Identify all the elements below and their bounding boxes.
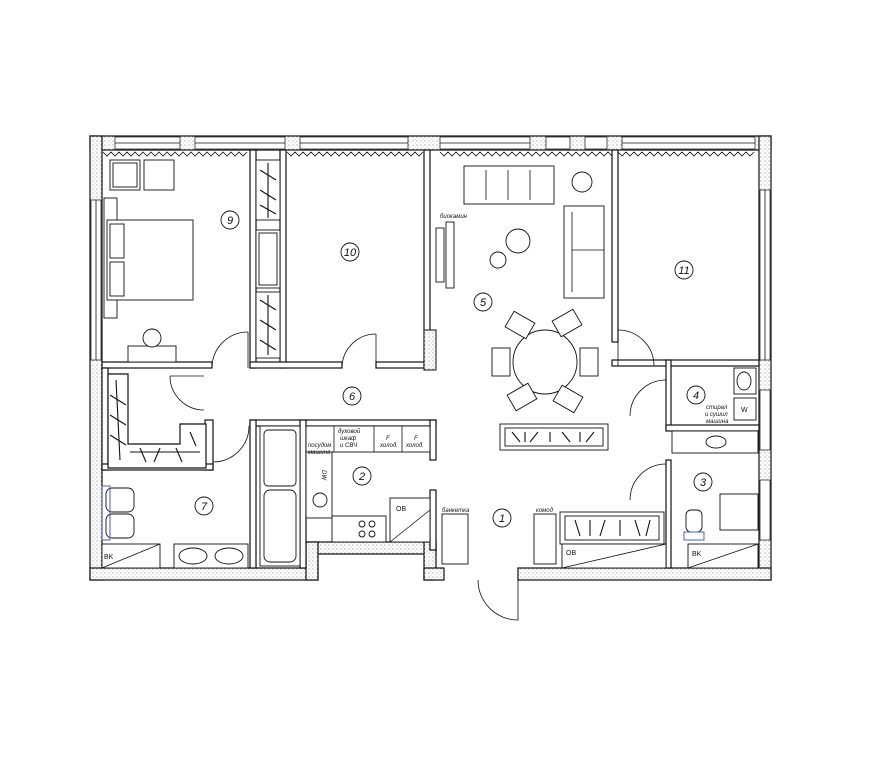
label-ov-hall: OB — [566, 550, 576, 557]
label-ov-kitchen: OB — [396, 506, 406, 513]
label-fridge2-1: F — [414, 436, 418, 442]
label-dishwasher-1: посудом — [308, 443, 331, 449]
label-vk-left: BK — [104, 554, 114, 561]
room-marker-9: 9 — [220, 210, 240, 230]
room-marker-4: 4 — [686, 385, 706, 405]
hall-1 — [441, 511, 667, 569]
label-dishwasher-2: машина — [308, 450, 331, 456]
bedroom-9-furniture — [103, 159, 194, 363]
room-marker-2: 2 — [352, 466, 372, 486]
label-bench: банкетка — [442, 508, 470, 514]
label-washer-2: и сушил — [705, 412, 728, 418]
room-marker-6: 6 — [342, 386, 362, 406]
label-fridge1-2: холод. — [379, 443, 398, 449]
corridor-wardrobe — [107, 373, 207, 469]
label-fridge2-2: холод. — [405, 443, 424, 449]
label-w: W — [741, 407, 748, 414]
doors — [169, 329, 667, 621]
label-washer-1: стирал — [706, 405, 728, 411]
closet-9-10 — [255, 159, 281, 359]
kitchen-2 — [305, 425, 431, 543]
windows-top — [102, 136, 756, 157]
label-biofireplace: биокамин — [440, 214, 468, 220]
svg-text:7: 7 — [201, 501, 208, 513]
room-marker-11: 11 — [674, 260, 694, 280]
bath-3 — [671, 430, 759, 569]
laundry-4 — [733, 367, 757, 421]
svg-text:6: 6 — [349, 391, 356, 403]
label-dw: DW — [320, 470, 326, 481]
label-dresser: комод — [536, 508, 554, 514]
interior-walls — [101, 149, 760, 569]
svg-text:1: 1 — [499, 513, 505, 525]
room-marker-10: 10 — [340, 242, 360, 262]
label-washer-3: машина — [706, 419, 729, 425]
label-vk-right: BK — [692, 551, 702, 558]
label-fridge1-1: F — [386, 436, 390, 442]
bath-7-fixtures — [101, 425, 301, 569]
room-markers: 9 10 11 5 6 4 2 3 — [194, 210, 713, 528]
label-oven-2: шкаф — [340, 436, 356, 442]
svg-text:11: 11 — [678, 265, 689, 277]
svg-text:10: 10 — [344, 247, 357, 259]
label-oven-3: и СВЧ — [340, 443, 358, 449]
label-oven-1: духовой — [338, 428, 361, 435]
room-marker-5: 5 — [473, 292, 493, 312]
svg-text:2: 2 — [358, 471, 365, 483]
svg-text:9: 9 — [227, 215, 233, 227]
room-marker-3: 3 — [693, 472, 713, 492]
room-marker-1: 1 — [492, 508, 512, 528]
plan-labels: биокамин посудом машина DW духовой шкаф … — [104, 214, 748, 561]
svg-text:3: 3 — [700, 477, 707, 489]
svg-text:4: 4 — [693, 390, 699, 402]
windows-side — [90, 189, 771, 541]
svg-text:5: 5 — [480, 297, 487, 309]
living-5-furniture — [435, 165, 609, 451]
room-marker-7: 7 — [194, 496, 214, 516]
